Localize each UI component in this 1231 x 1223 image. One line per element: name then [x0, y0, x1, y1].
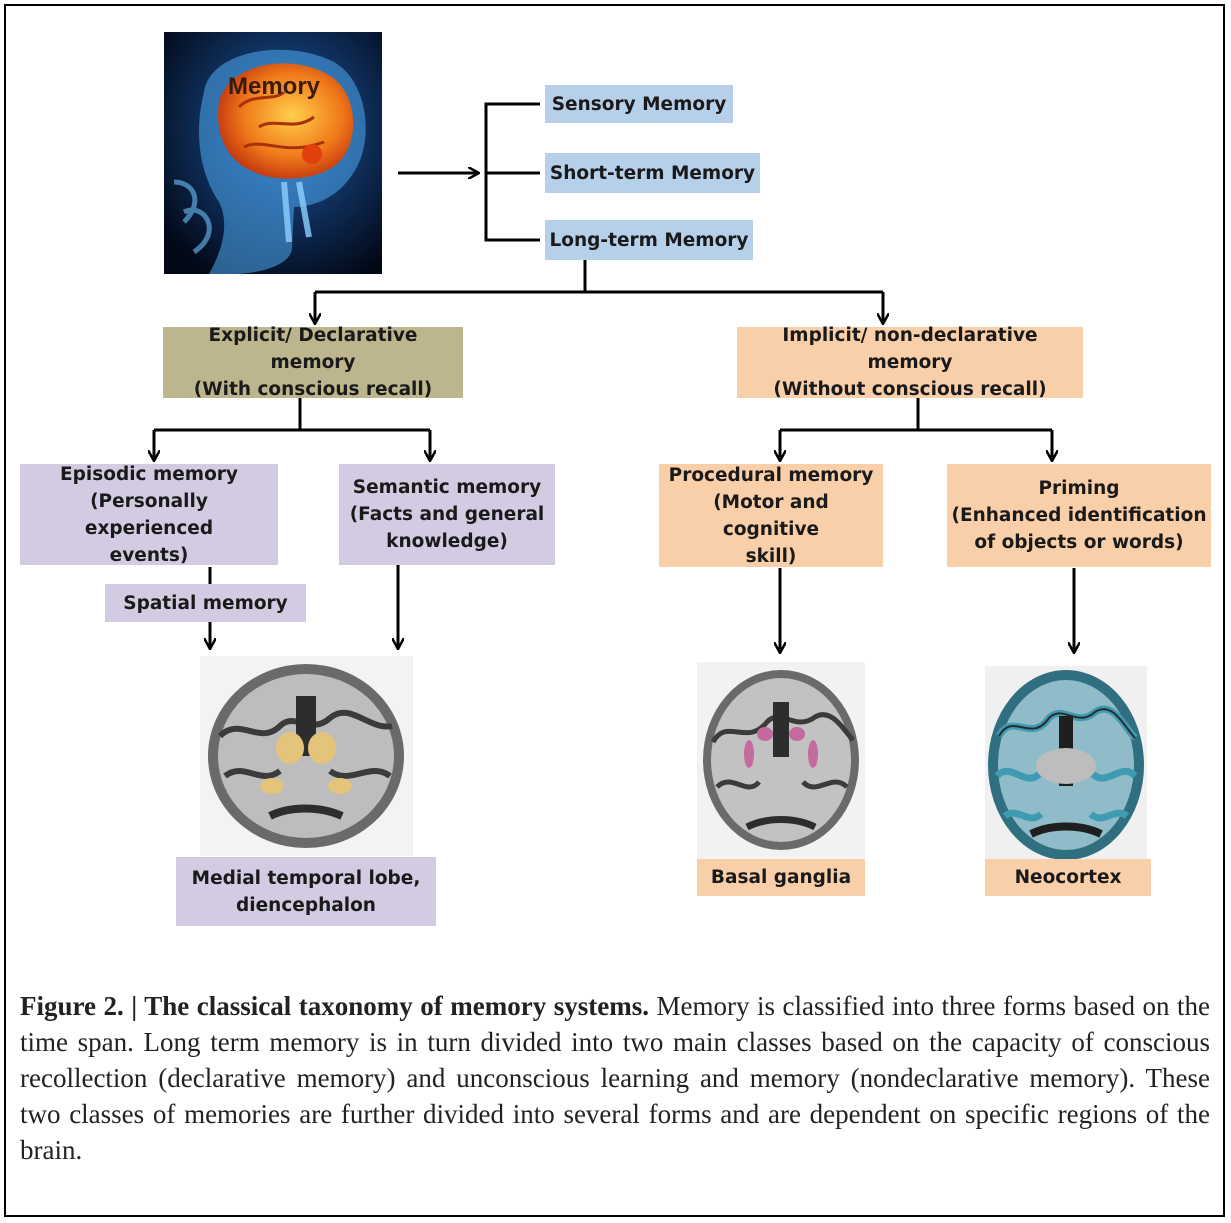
priming-box: Priming (Enhanced identification of obje…	[947, 464, 1211, 567]
memory-brain-label: Memory	[228, 73, 321, 100]
sensory-memory-box: Sensory Memory	[545, 85, 733, 123]
memory-brain-image: Memory	[164, 32, 382, 274]
caption-body: Memory is classified into three forms ba…	[20, 991, 1211, 1165]
caption-lead: Figure 2. | The classical taxonomy of me…	[20, 991, 649, 1021]
figure-caption: Figure 2. | The classical taxonomy of me…	[20, 988, 1210, 1168]
explicit-memory-box: Explicit/ Declarative memory (With consc…	[163, 325, 463, 400]
mtl-region-box: Medial temporal lobe, diencephalon	[176, 857, 436, 926]
procedural-memory-box: Procedural memory (Motor and cognitive s…	[659, 464, 883, 567]
long-term-memory-box: Long-term Memory	[545, 220, 753, 260]
spatial-memory-box: Spatial memory	[105, 584, 306, 622]
basal-ganglia-scan	[697, 662, 865, 862]
basal-ganglia-box: Basal ganglia	[697, 859, 865, 896]
neocortex-scan	[985, 666, 1147, 864]
episodic-memory-box: Episodic memory (Personally experienced …	[20, 464, 278, 566]
neocortex-box: Neocortex	[985, 859, 1151, 896]
semantic-memory-box: Semantic memory (Facts and general knowl…	[339, 464, 555, 565]
implicit-memory-box: Implicit/ non-declarative memory (Withou…	[737, 325, 1083, 400]
mtl-brain-scan	[200, 656, 413, 856]
short-term-memory-box: Short-term Memory	[545, 153, 760, 193]
